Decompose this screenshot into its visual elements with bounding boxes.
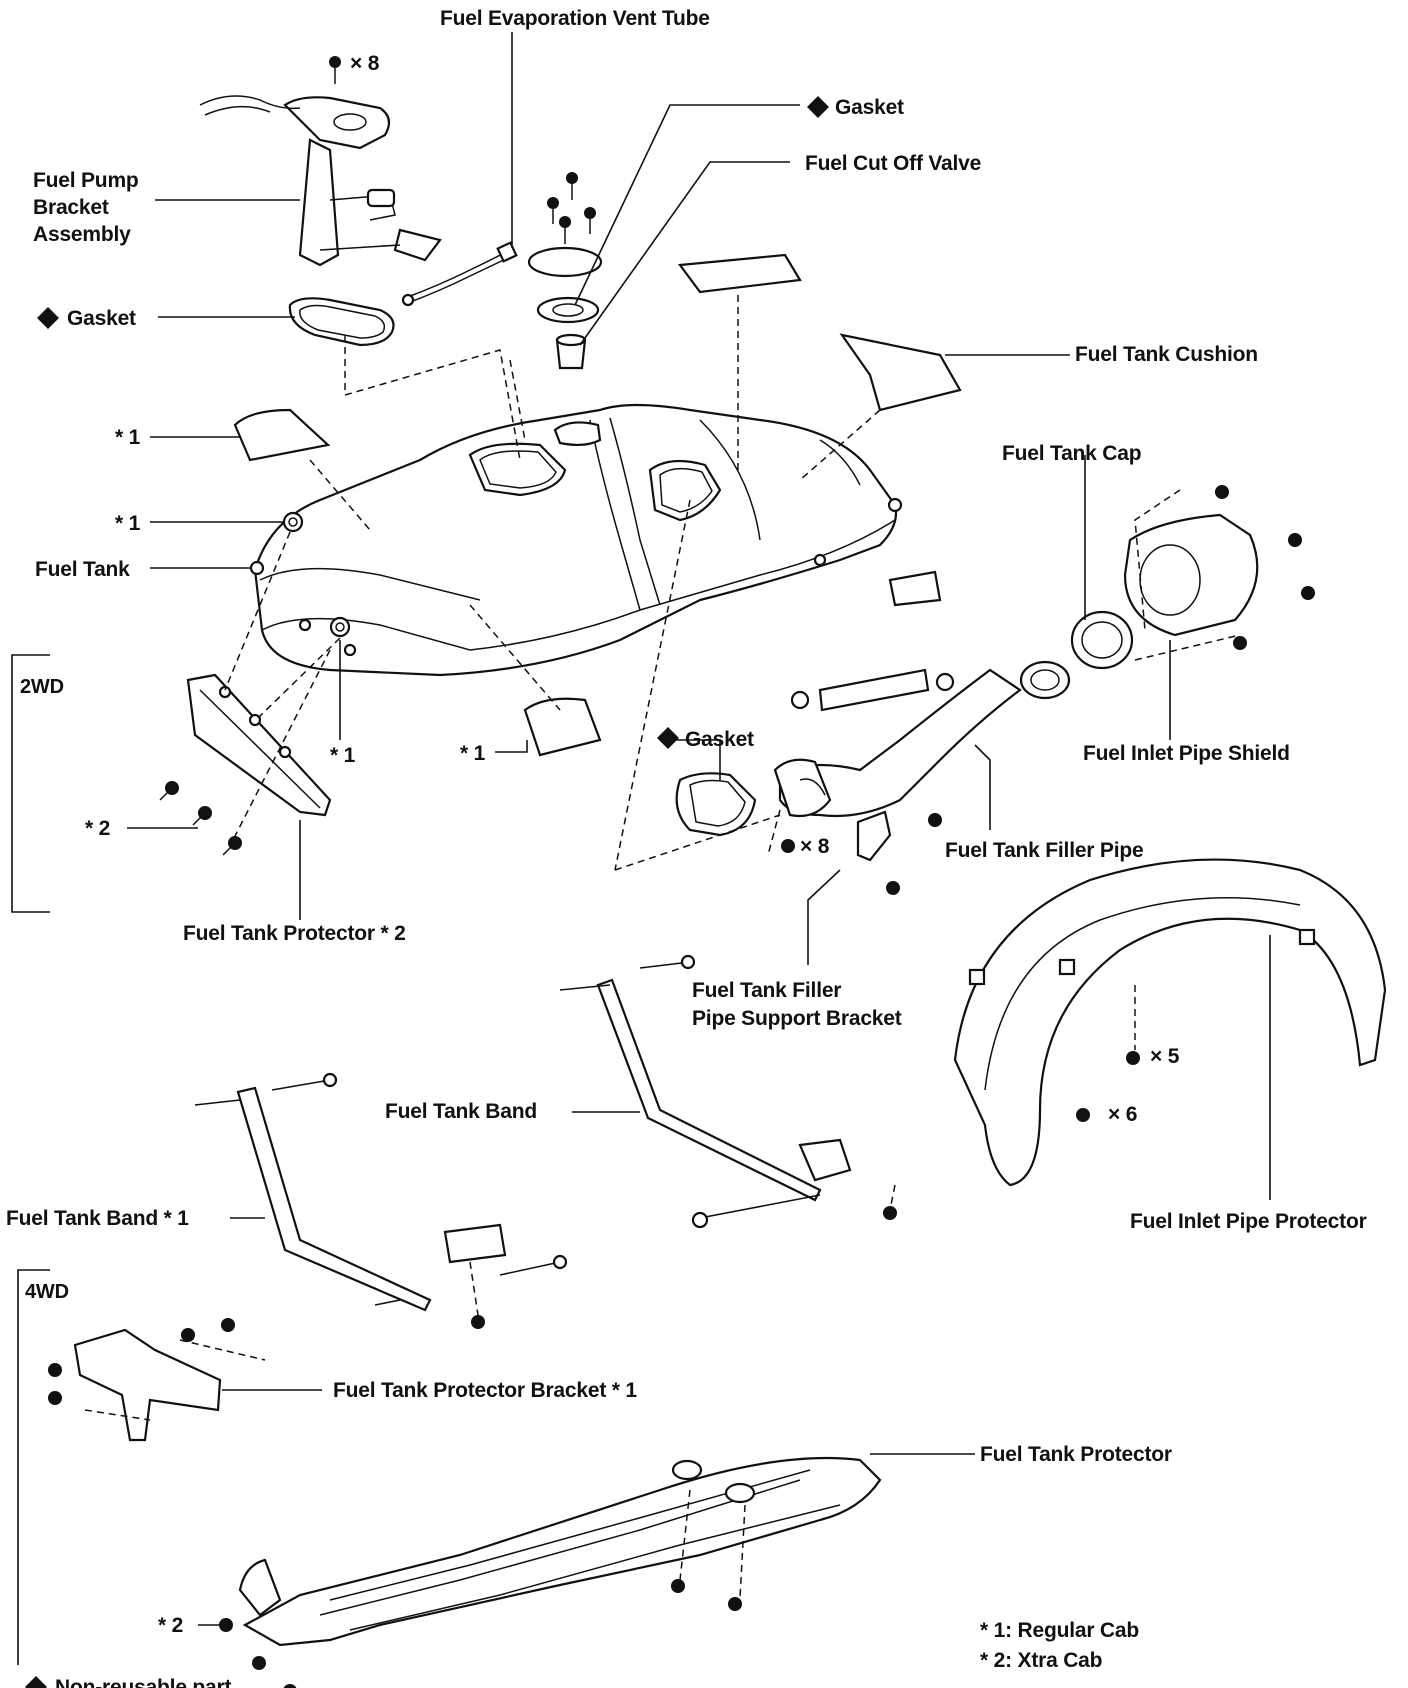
label-ref1-b: * 1 <box>115 512 141 535</box>
diamond-icon <box>807 96 829 118</box>
label-gasket-filler: Gasket <box>685 728 754 751</box>
filler-pipe-support-bracket-part <box>781 810 942 895</box>
label-ref1-c: * 1 <box>330 744 356 767</box>
leader-lines <box>127 32 1271 1626</box>
fuel-tank-filler-pipe-part <box>773 610 1134 818</box>
diamond-icon <box>37 307 59 329</box>
label-fuel-tank-protector-bracket: Fuel Tank Protector Bracket * 1 <box>333 1379 637 1402</box>
label-fuel-tank-band: Fuel Tank Band <box>385 1100 537 1123</box>
label-ref1-a: * 1 <box>115 426 141 449</box>
label-fuel-tank-cap: Fuel Tank Cap <box>1002 442 1141 465</box>
label-ref2-b: * 2 <box>158 1614 183 1637</box>
label-fuel-pump-bracket-3: Assembly <box>33 223 131 246</box>
fuel-tank-cushions <box>233 253 962 757</box>
box-4wd <box>17 1269 50 1665</box>
fuel-tank-body <box>249 403 903 677</box>
label-fuel-tank-filler-pipe: Fuel Tank Filler Pipe <box>945 839 1143 862</box>
box-2wd <box>11 654 50 913</box>
tank-nuts <box>282 511 351 638</box>
fuel-tank-protector-4wd-part <box>219 1456 882 1688</box>
fuel-inlet-pipe-protector-part <box>953 858 1387 1187</box>
label-gasket-left: Gasket <box>67 307 136 330</box>
label-gasket-top: Gasket <box>835 96 904 119</box>
pump-gasket <box>288 297 395 347</box>
fuel-tank-protector-bracket-part <box>48 1318 235 1442</box>
label-legend-regular-cab: * 1: Regular Cab <box>980 1619 1139 1642</box>
label-fuel-tank-cushion: Fuel Tank Cushion <box>1075 343 1258 366</box>
fuel-pump-bracket-assembly <box>199 56 442 267</box>
cut-off-valve-part <box>527 172 603 370</box>
label-fuel-pump-bracket-1: Fuel Pump <box>33 169 139 192</box>
label-legend-xtra-cab: * 2: Xtra Cab <box>980 1649 1102 1672</box>
diamond-icon <box>657 727 679 749</box>
label-4wd: 4WD <box>25 1281 69 1303</box>
label-filler-support-1: Fuel Tank Filler <box>692 979 841 1002</box>
fuel-tank-band-center-part <box>559 954 897 1229</box>
label-fuel-evaporation-vent-tube: Fuel Evaporation Vent Tube <box>440 7 710 30</box>
fuel-tank-band-1-part <box>194 1072 568 1329</box>
label-fuel-pump-bracket-2: Bracket <box>33 196 109 219</box>
label-fuel-tank: Fuel Tank <box>35 558 130 581</box>
label-protector-x5: × 5 <box>1150 1045 1180 1068</box>
label-non-reusable: Non-reusable part <box>55 1676 232 1688</box>
label-ref2-a: * 2 <box>85 817 110 840</box>
label-protector-x6: × 6 <box>1108 1103 1137 1126</box>
label-fuel-cut-off-valve: Fuel Cut Off Valve <box>805 152 981 175</box>
diamond-icon <box>25 1676 47 1688</box>
label-fuel-tank-band-1: Fuel Tank Band * 1 <box>6 1207 189 1230</box>
label-fuel-tank-protector: Fuel Tank Protector <box>980 1443 1172 1466</box>
fuel-inlet-pipe-shield-part <box>1123 485 1315 650</box>
label-ref1-d: * 1 <box>460 742 486 765</box>
label-fuel-tank-protector-2: Fuel Tank Protector * 2 <box>183 922 406 945</box>
label-fuel-inlet-pipe-shield: Fuel Inlet Pipe Shield <box>1083 742 1290 765</box>
label-2wd: 2WD <box>20 676 64 698</box>
label-fuel-inlet-pipe-protector: Fuel Inlet Pipe Protector <box>1130 1210 1367 1233</box>
fuel-tank-protector-2wd <box>159 673 332 856</box>
label-filler-support-2: Pipe Support Bracket <box>692 1007 902 1030</box>
label-filler-screw-count: × 8 <box>800 835 830 858</box>
dashed-lines <box>84 295 1241 1599</box>
filler-gasket <box>675 772 757 837</box>
label-pump-screw-count: × 8 <box>350 52 380 75</box>
